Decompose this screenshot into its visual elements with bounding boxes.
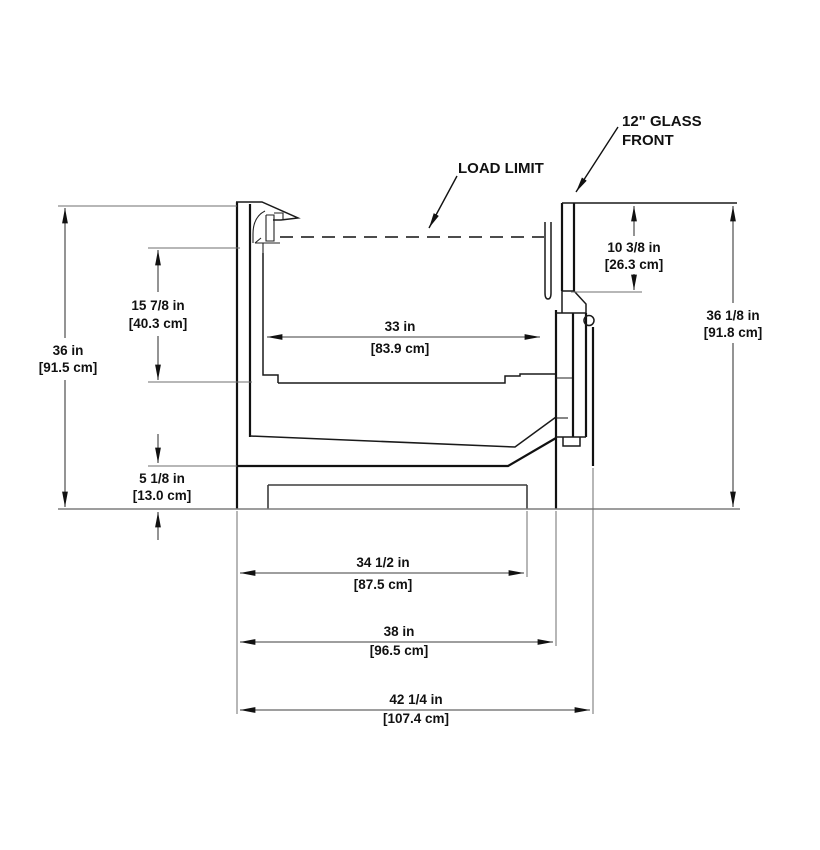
annotation-load-limit: LOAD LIMIT	[428, 160, 544, 229]
dim-well-width-in: 33 in	[385, 319, 416, 334]
dim-base-height-in: 5 1/8 in	[139, 471, 185, 486]
air-deflector	[544, 222, 552, 300]
load-limit-leader-line	[428, 175, 458, 229]
annotation-glass-front: 12" GLASS FRONT	[575, 113, 702, 193]
dim-well-width-cm: [83.9 cm]	[371, 341, 430, 356]
dim-interior-depth-in: 15 7/8 in	[131, 298, 184, 313]
dim-front-height-in: 36 1/8 in	[706, 308, 759, 323]
dim-well-width: 33 in [83.9 cm]	[267, 319, 540, 356]
dim-glass-height-cm: [26.3 cm]	[605, 257, 664, 272]
case-underside	[237, 437, 557, 468]
rear-top-clip	[265, 212, 284, 242]
case-profile	[235, 201, 595, 509]
dim-rear-height: 36 in [91.5 cm]	[39, 205, 237, 507]
dim-base-height-cm: [13.0 cm]	[133, 488, 192, 503]
dim-rear-height-cm: [91.5 cm]	[39, 360, 98, 375]
dim-base-width: 34 1/2 in [87.5 cm]	[236, 511, 528, 714]
glass-front-panel	[560, 203, 576, 292]
interior-bottom-slope	[249, 416, 557, 448]
glass-front-label-line1: 12" GLASS	[622, 113, 702, 130]
dim-front-height-cm: [91.8 cm]	[704, 325, 763, 340]
dim-base-width-cm: [87.5 cm]	[354, 577, 413, 592]
dim-interior-depth: 15 7/8 in [40.3 cm]	[129, 247, 252, 383]
dim-interior-depth-cm: [40.3 cm]	[129, 316, 188, 331]
dim-overall-depth-cm: [107.4 cm]	[383, 711, 449, 726]
dim-glass-height-in: 10 3/8 in	[607, 240, 660, 255]
dim-body-depth-cm: [96.5 cm]	[370, 643, 429, 658]
rear-shelf-ledge	[254, 237, 280, 253]
base-plinth	[267, 484, 528, 509]
glass-seat-trim	[556, 290, 587, 314]
dim-body-depth-in: 38 in	[384, 624, 415, 639]
dim-glass-height: 10 3/8 in [26.3 cm]	[571, 206, 664, 293]
glass-front-label-line2: FRONT	[622, 132, 674, 149]
load-limit-label: LOAD LIMIT	[458, 160, 544, 177]
bumper-bead	[583, 314, 595, 327]
dim-overall-depth-in: 42 1/4 in	[389, 692, 442, 707]
interior-rear-liner	[262, 253, 279, 383]
dim-overall-depth: 42 1/4 in [107.4 cm]	[240, 468, 594, 726]
interior-deck	[278, 373, 556, 384]
dim-body-depth: 38 in [96.5 cm]	[240, 511, 557, 658]
front-bottom-rail	[556, 436, 586, 447]
dim-front-height: 36 1/8 in [91.8 cm]	[704, 206, 763, 507]
dim-base-height: 5 1/8 in [13.0 cm]	[133, 434, 237, 540]
rear-liner-curve	[252, 210, 266, 243]
glass-assembly	[544, 202, 737, 300]
dim-rear-height-in: 36 in	[53, 343, 84, 358]
dim-base-width-in: 34 1/2 in	[356, 555, 409, 570]
base-and-floor	[58, 484, 740, 510]
glass-front-leader-line	[575, 126, 619, 193]
rear-top-cap	[236, 201, 301, 221]
